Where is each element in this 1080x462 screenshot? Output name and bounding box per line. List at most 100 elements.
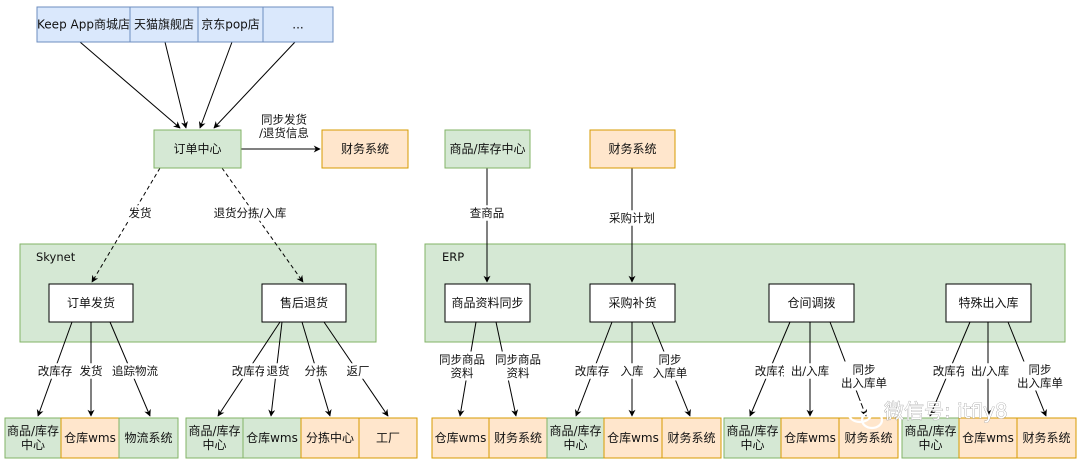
node-b14: 仓库wms xyxy=(780,417,840,459)
edge-label-bg xyxy=(126,205,154,221)
node-b15: 财务系统 xyxy=(838,417,899,459)
node-label: 订单中心 xyxy=(173,141,221,156)
edge-label: 同步发货/退货信息 xyxy=(259,112,309,140)
node-label: 采购补货 xyxy=(608,295,656,310)
edge-label-bg xyxy=(930,363,970,379)
edge-label: 发货 xyxy=(129,206,152,220)
edge-label: 追踪物流 xyxy=(112,364,158,378)
node-box xyxy=(129,6,199,43)
node-label: 仓库wms xyxy=(784,430,836,445)
edge-label-bg xyxy=(77,363,105,379)
edge-shop_keep-order_center xyxy=(79,41,181,129)
edge-label: 改库存 xyxy=(38,364,73,378)
node-label: 商品/库存中心 xyxy=(904,423,956,452)
edge-order_center-after_sale xyxy=(221,167,304,283)
edge-label: 入库 xyxy=(621,364,644,378)
node-transfer: 仓间调拨 xyxy=(768,283,855,323)
node-label: 财务系统 xyxy=(608,141,656,156)
edge-label: 查商品 xyxy=(470,206,505,220)
edge-shop_more-order_center xyxy=(213,41,296,129)
node-b8: 仓库wms xyxy=(431,417,490,459)
edge-label: 退货 xyxy=(267,364,290,378)
node-box xyxy=(661,417,722,459)
edge-label: 改库存 xyxy=(232,364,267,378)
node-box xyxy=(185,417,244,459)
node-box xyxy=(589,129,676,169)
node-box xyxy=(444,283,531,323)
group-label-erp: ERP xyxy=(442,250,464,264)
edge-shop_tmall-order_center xyxy=(164,41,188,129)
node-b7: 工厂 xyxy=(358,417,418,459)
node-goods-sync: 商品资料同步 xyxy=(444,283,531,323)
node-finance-top2: 财务系统 xyxy=(589,129,676,169)
edge-label-bg xyxy=(436,351,488,381)
node-box xyxy=(546,417,605,459)
node-shop-jd: 京东pop店 xyxy=(197,6,264,43)
node-label: 商品/库存中心 xyxy=(726,423,778,452)
node-box xyxy=(1016,417,1077,459)
node-b13: 商品/库存中心 xyxy=(723,417,782,459)
node-box xyxy=(300,417,360,459)
node-label: 售后退货 xyxy=(280,295,328,310)
node-b11: 仓库wms xyxy=(603,417,663,459)
edge-label: 出/入库 xyxy=(971,364,1009,378)
node-box xyxy=(723,417,782,459)
node-label: Keep App商城店 xyxy=(37,17,130,32)
edge-label: 改库存 xyxy=(575,364,610,378)
edge-label: 发货 xyxy=(80,364,103,378)
node-box xyxy=(262,6,334,43)
node-b4: 商品/库存中心 xyxy=(185,417,244,459)
node-shop-tmall: 天猫旗舰店 xyxy=(129,6,199,43)
edge-label: 改库存 xyxy=(755,364,790,378)
edge-label: 退货分拣/入库 xyxy=(214,206,287,220)
edge-label-bg xyxy=(964,363,1016,379)
edge-label: 采购计划 xyxy=(609,211,655,225)
node-label: ... xyxy=(292,18,303,32)
node-order-center: 订单中心 xyxy=(153,129,242,169)
node-box xyxy=(768,283,855,323)
edge-order_center-order_ship xyxy=(91,167,161,283)
wechat-icon xyxy=(846,400,884,430)
edge-label-bg xyxy=(109,363,161,379)
node-label: 财务系统 xyxy=(667,430,715,445)
edge-label-bg xyxy=(752,363,792,379)
edge-label-bg xyxy=(618,363,646,379)
edge-label-bg xyxy=(264,363,292,379)
edge-label-bg xyxy=(1014,361,1066,391)
node-box xyxy=(4,417,62,459)
edge-label: 同步出入库单 xyxy=(1017,362,1063,390)
node-b3: 物流系统 xyxy=(118,417,179,459)
node-label: 财务系统 xyxy=(341,141,389,156)
node-label: 分拣中心 xyxy=(306,430,354,445)
node-box xyxy=(838,417,899,459)
edge-label-bg xyxy=(784,363,836,379)
watermark-text: 微信号: itfly8 xyxy=(884,399,1008,423)
edges-layer: 同步发货/退货信息发货退货分拣/入库查商品采购计划改库存发货追踪物流改库存退货分… xyxy=(35,41,1066,417)
node-box xyxy=(153,129,242,169)
node-label: 商品/库存中心 xyxy=(7,423,59,452)
node-finance-top: 财务系统 xyxy=(321,129,409,169)
node-shop-keep: Keep App商城店 xyxy=(36,6,131,43)
nodes-layer: Keep App商城店天猫旗舰店京东pop店...订单中心财务系统商品/库存中心… xyxy=(4,6,1077,459)
node-label: 商品/库存中心 xyxy=(188,423,240,452)
node-label: 仓库wms xyxy=(435,430,487,445)
node-order-ship: 订单发货 xyxy=(48,283,134,323)
node-box xyxy=(589,283,676,323)
edge-label-bg xyxy=(344,363,372,379)
edge-label-bg xyxy=(606,210,658,226)
node-box xyxy=(901,417,960,459)
node-box xyxy=(36,6,131,43)
edge-label: 同步商品资料 xyxy=(439,352,485,380)
node-box xyxy=(118,417,179,459)
node-box xyxy=(780,417,840,459)
node-box xyxy=(958,417,1018,459)
edge-label: 分拣 xyxy=(305,364,328,378)
watermark: 微信号: itfly8 xyxy=(846,399,1008,430)
node-label: 物流系统 xyxy=(124,431,172,445)
edge-shop_jd-order_center xyxy=(198,41,233,129)
node-label: 特殊出入库 xyxy=(958,295,1018,310)
node-b5: 仓库wms xyxy=(242,417,302,459)
node-b6: 分拣中心 xyxy=(300,417,360,459)
